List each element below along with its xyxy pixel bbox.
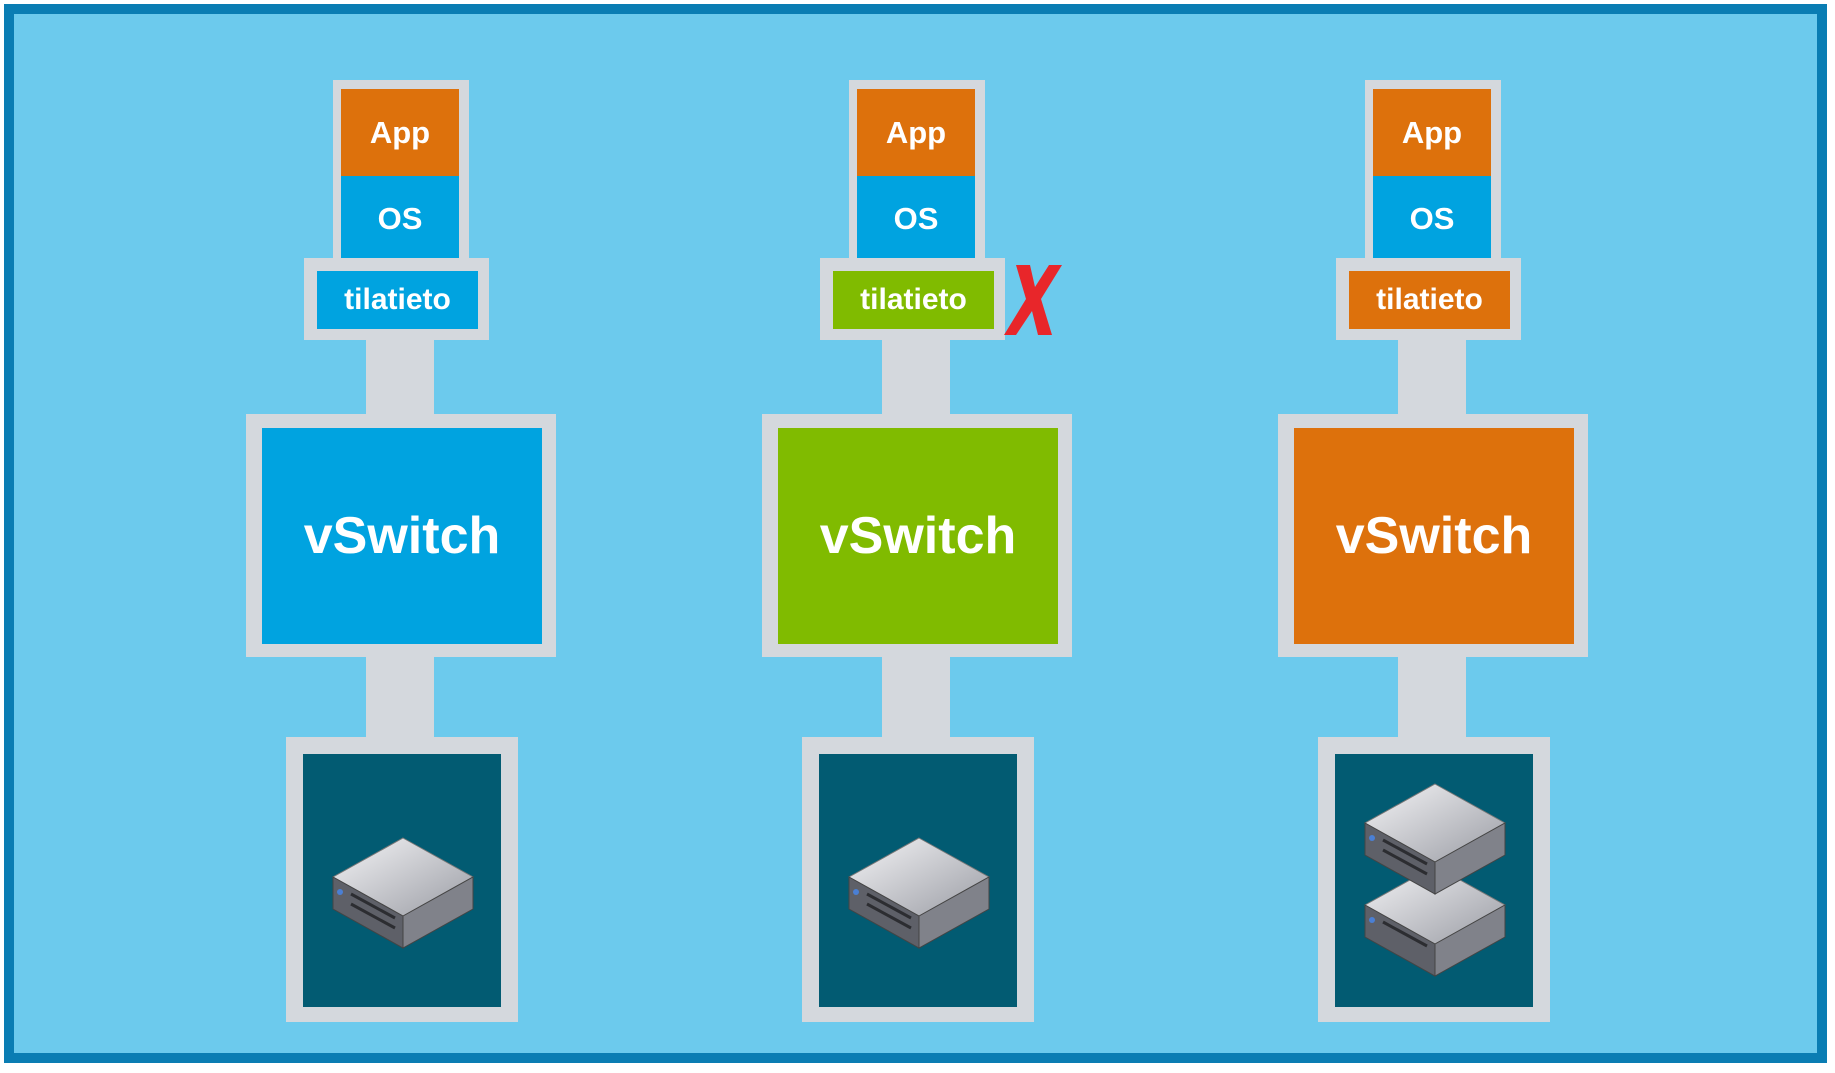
diagram-canvas: App OS tilatieto vSwitch [4, 4, 1827, 1063]
connector-upper [882, 340, 950, 418]
vswitch-box: vSwitch [1294, 428, 1574, 644]
server-icon [331, 837, 475, 949]
server-stack-icon [1363, 783, 1507, 977]
stack-1: App OS tilatieto vSwitch [246, 14, 556, 1073]
connector-lower [882, 657, 950, 741]
vswitch-box: vSwitch [262, 428, 542, 644]
vswitch-box: vSwitch [778, 428, 1058, 644]
state-box: tilatieto [317, 271, 478, 329]
os-layer: OS [341, 176, 459, 262]
x-mark-icon [1004, 265, 1062, 335]
connector-lower [366, 657, 434, 741]
connector-upper [366, 340, 434, 418]
app-layer: App [1373, 89, 1491, 176]
server-icon [847, 837, 991, 949]
stack-3: App OS tilatieto vSwitch [1278, 14, 1588, 1073]
host-box [1335, 754, 1533, 1007]
host-box [819, 754, 1017, 1007]
os-layer: OS [1373, 176, 1491, 262]
stack-2: App OS tilatieto vSwitch [762, 14, 1072, 1073]
connector-lower [1398, 657, 1466, 741]
os-layer: OS [857, 176, 975, 262]
state-box: tilatieto [1349, 271, 1510, 329]
state-box: tilatieto [833, 271, 994, 329]
app-layer: App [857, 89, 975, 176]
connector-upper [1398, 340, 1466, 418]
host-box [303, 754, 501, 1007]
app-layer: App [341, 89, 459, 176]
